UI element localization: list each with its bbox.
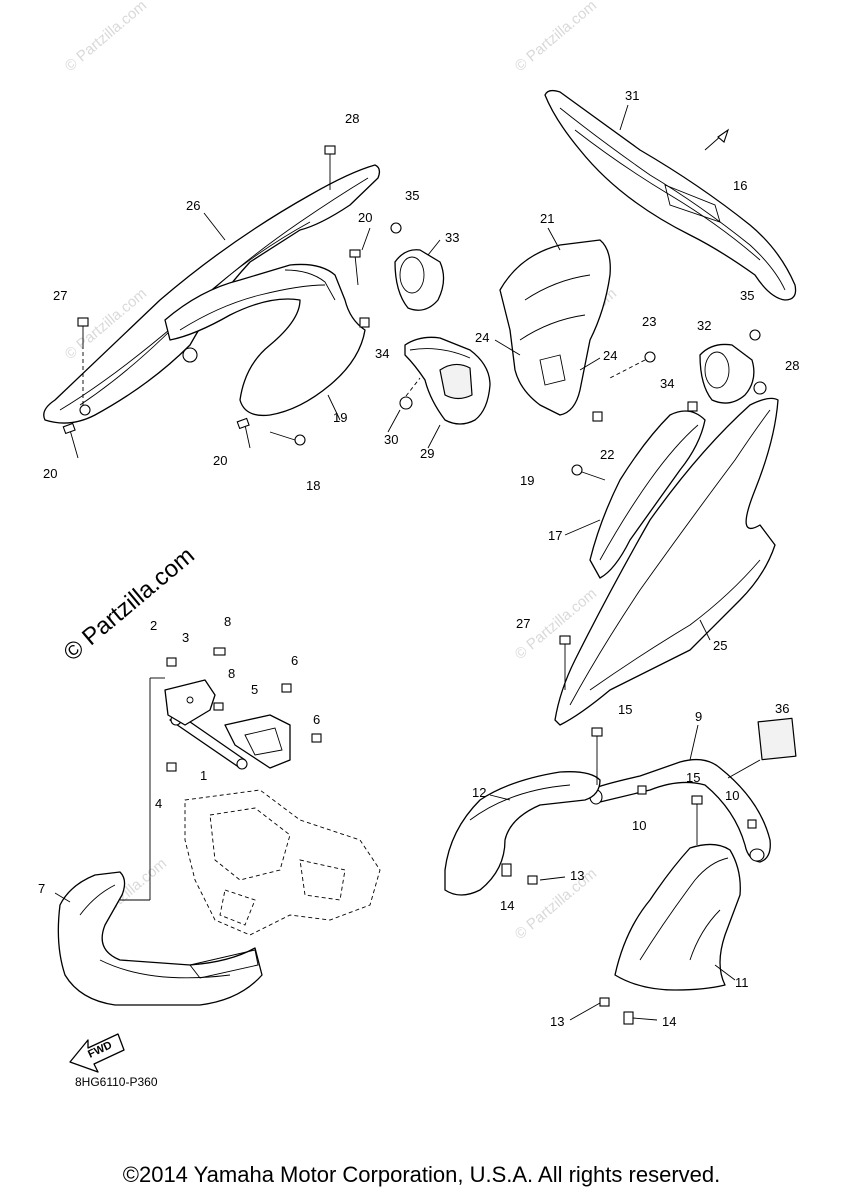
callout-33: 33 [445, 230, 459, 245]
part-36-label [757, 717, 797, 761]
callout-24-left: 24 [475, 330, 489, 345]
callout-34-right: 34 [660, 376, 674, 391]
part-7-front-cowl [57, 871, 263, 1006]
callout-6-mid: 6 [313, 712, 320, 727]
callout-9: 9 [695, 709, 702, 724]
part-33-housing [394, 249, 445, 311]
part-18-inner-panel [164, 263, 366, 417]
callout-1: 1 [200, 768, 207, 783]
callout-8-top: 8 [224, 614, 231, 629]
part-29-bracket [404, 336, 491, 425]
callout-7: 7 [38, 881, 45, 896]
watermark-7: © Partzilla.com [512, 865, 600, 943]
callout-20-mid: 20 [213, 453, 227, 468]
callout-8-mid: 8 [228, 666, 235, 681]
callout-6-top: 6 [291, 653, 298, 668]
callout-28-top: 28 [345, 111, 359, 126]
callout-12: 12 [472, 785, 486, 800]
callout-30: 30 [384, 432, 398, 447]
callout-20-top: 20 [358, 210, 372, 225]
callout-leaders [54, 104, 736, 1021]
watermark-1: © Partzilla.com [62, 0, 150, 75]
callouts: 28 26 35 33 20 27 34 19 30 29 20 20 18 3… [38, 88, 799, 1029]
callout-15-right: 15 [686, 770, 700, 785]
copyright-notice: ©2014 Yamaha Motor Corporation, U.S.A. A… [122, 1162, 721, 1187]
callout-15-left: 15 [618, 702, 632, 717]
part-32-housing [699, 343, 755, 404]
callout-35-left: 35 [405, 188, 419, 203]
callout-29: 29 [420, 446, 434, 461]
callout-10-left: 10 [632, 818, 646, 833]
callout-35-right: 35 [740, 288, 754, 303]
callout-4: 5 [251, 682, 258, 697]
callout-11: 11 [735, 975, 749, 990]
callout-25: 25 [713, 638, 727, 653]
callout-26: 26 [186, 198, 200, 213]
callout-20-bottom: 20 [43, 466, 57, 481]
callout-13-mid: 13 [570, 868, 584, 883]
watermark-large: © Partzilla.com [59, 542, 200, 667]
callout-14-mid: 14 [500, 898, 514, 913]
callout-28-right: 28 [785, 358, 799, 373]
callout-10-right: 10 [725, 788, 739, 803]
part-5-bracket [164, 679, 216, 726]
part-4-bracket [224, 714, 291, 769]
frame-assembly [184, 789, 381, 936]
callout-36: 36 [775, 701, 789, 716]
callout-2: 2 [150, 618, 157, 633]
part-17-inner-panel [589, 410, 706, 579]
part-12-lower-cover [444, 771, 601, 896]
callout-34-left: 34 [375, 346, 389, 361]
part-code: 8HG6110-P360 [75, 1075, 158, 1089]
callout-19-left: 18 [306, 478, 320, 493]
part-31-upper-cover [544, 89, 797, 301]
callout-17: 17 [548, 528, 562, 543]
callout-18: 19 [333, 410, 347, 425]
callout-13-bottom: 13 [550, 1014, 564, 1029]
callout-27-left: 27 [53, 288, 67, 303]
part-25-side-cover [554, 397, 779, 726]
hardware [62, 128, 767, 1025]
callout-31: 31 [625, 88, 639, 103]
watermark-2: © Partzilla.com [512, 0, 600, 75]
callout-27-right: 27 [516, 616, 530, 631]
callout-23: 23 [642, 314, 656, 329]
part-9-bar [589, 758, 771, 863]
callout-16: 16 [733, 178, 747, 193]
callout-19-right: 19 [520, 473, 534, 488]
part-11-lower-cover [614, 843, 741, 991]
callout-24-right: 24 [603, 348, 617, 363]
callout-5: 3 [182, 630, 189, 645]
callout-32: 32 [697, 318, 711, 333]
callout-3: 4 [155, 796, 162, 811]
part-21-center-cover [499, 239, 611, 416]
callout-14-bottom: 14 [662, 1014, 676, 1029]
callout-22: 22 [600, 447, 614, 462]
callout-21: 21 [540, 211, 554, 226]
fwd-arrow: FWD [69, 1033, 125, 1073]
